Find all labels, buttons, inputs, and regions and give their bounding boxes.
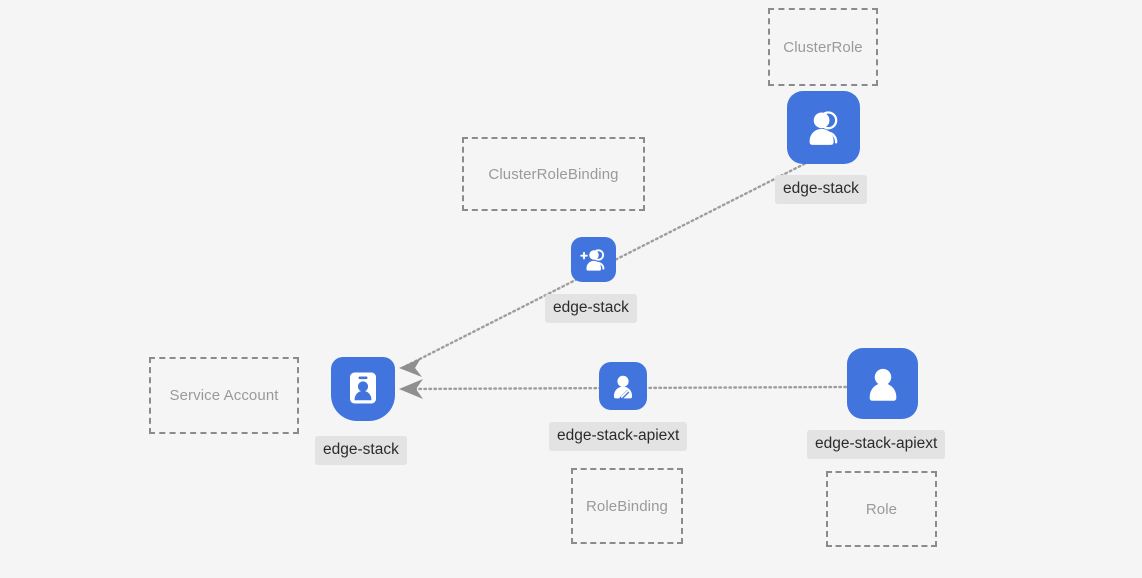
node-name-chip: edge-stack <box>545 294 637 323</box>
kind-label-role: Role <box>865 500 898 518</box>
kind-box-role: Role <box>826 471 937 547</box>
person-icon[interactable] <box>847 348 918 419</box>
kind-label-clusterrole: ClusterRole <box>783 38 863 56</box>
people-icon[interactable] <box>787 91 860 164</box>
node-name-chip: edge-stack-apiext <box>807 430 946 459</box>
kind-box-rolebinding: RoleBinding <box>571 468 683 544</box>
person-add-icon[interactable] <box>571 237 616 282</box>
kind-label-rolebinding: RoleBinding <box>586 497 668 515</box>
id-badge-icon[interactable] <box>331 357 395 421</box>
kind-label-clusterrolebinding: ClusterRoleBinding <box>488 165 619 183</box>
node-name-chip: edge-stack-apiext <box>549 422 688 451</box>
node-name-chip: edge-stack <box>315 436 407 465</box>
kind-label-serviceaccount: Service Account <box>169 387 279 404</box>
kind-box-clusterrolebinding: ClusterRoleBinding <box>462 137 645 211</box>
node-name-chip: edge-stack <box>775 175 867 204</box>
person-edit-icon[interactable] <box>599 362 647 410</box>
kind-box-serviceaccount: Service Account <box>149 357 299 434</box>
kind-box-clusterrole: ClusterRole <box>768 8 878 86</box>
